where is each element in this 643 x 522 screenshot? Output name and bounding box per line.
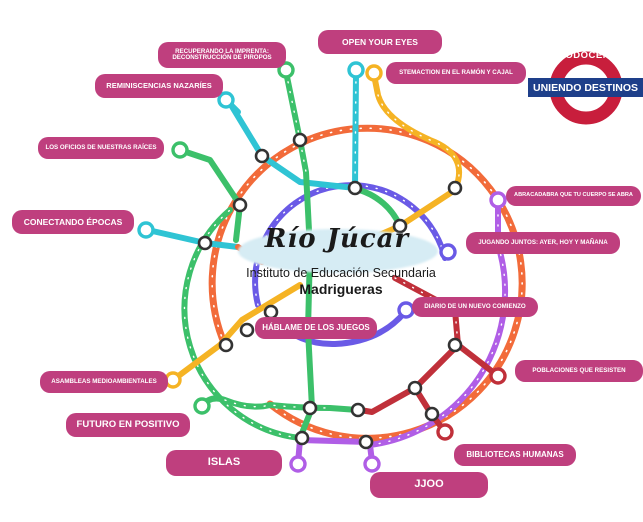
green-ring-line-dots (183, 209, 301, 439)
terminal-cyan-left (217, 91, 235, 109)
roundel-bar: UNIENDO DESTINOS (528, 78, 643, 97)
school-title: Río Júcar (264, 224, 410, 254)
station (218, 337, 234, 353)
label-recuperando-line2: DECONSTRUCCIÓN DE PIROPOS (172, 54, 272, 61)
terminal-purple-jjoo (363, 455, 381, 473)
terminal-green-left (171, 141, 189, 159)
terminal-yellow-top (365, 64, 383, 82)
station (447, 337, 463, 353)
station (239, 322, 255, 338)
label-recuperando: RECUPERANDO LA IMPRENTA: DECONSTRUCCIÓN … (158, 42, 286, 68)
terminal-green-bottom (193, 397, 211, 415)
label-conectando: CONECTANDO ÉPOCAS (12, 210, 134, 234)
station (302, 400, 318, 416)
label-bibliotecas: BIBLIOTECAS HUMANAS (454, 444, 576, 466)
station (347, 180, 363, 196)
station (407, 380, 423, 396)
terminal-cyan-top (347, 61, 365, 79)
logo-brush-band (238, 229, 438, 273)
station (254, 148, 270, 164)
station (294, 430, 310, 446)
terminal-yellow-left (164, 371, 182, 389)
cyan-left-line (145, 227, 241, 250)
cyan-line-dots (354, 71, 357, 189)
purple-bottom-line (295, 437, 371, 466)
label-poblaciones: POBLACIONES QUE RESISTEN (515, 360, 643, 382)
school-subtitle: Instituto de Educación Secundaria (246, 266, 436, 280)
label-futuro: FUTURO EN POSITIVO (66, 413, 190, 437)
label-abracadabra: ABRACADABRA QUE TU CUERPO SE ABRA (506, 186, 641, 206)
station (447, 180, 463, 196)
label-islas: ISLAS (166, 450, 282, 476)
terminal-blue-lower (397, 301, 415, 319)
label-asambleas: ASAMBLEAS MEDIOAMBIENTALES (40, 371, 168, 393)
purple-ring-line (367, 202, 509, 465)
station (424, 406, 440, 422)
station (292, 132, 308, 148)
label-reminiscencias: REMINISCENCIAS NAZARÍES (95, 74, 223, 98)
label-recuperando-line1: RECUPERANDO LA IMPRENTA: (175, 47, 269, 55)
terminal-purple-top (489, 191, 507, 209)
label-jjoo: JJOO (370, 472, 488, 498)
green-left-line (177, 147, 243, 243)
terminal-red-right (489, 367, 507, 385)
label-diario: DIARIO DE UN NUEVO COMIENZO (412, 297, 538, 317)
station (350, 402, 366, 418)
label-open-your-eyes: OPEN YOUR EYES (318, 30, 442, 54)
terminal-red-bottom (436, 423, 454, 441)
terminal-blue-right (439, 243, 457, 261)
station (232, 197, 248, 213)
station (358, 434, 374, 450)
terminal-green-top (277, 61, 295, 79)
station (197, 235, 213, 251)
terminal-purple-islas (289, 455, 307, 473)
yellow-line-dots (377, 94, 460, 191)
red-line-dots (394, 277, 459, 346)
label-hablame: HÁBLAME DE LOS JUEGOS (255, 317, 377, 339)
terminal-cyan-conectando (137, 221, 155, 239)
label-stemaction: STEMACTION EN EL RAMÓN Y CAJAL (386, 62, 526, 84)
purple-ring-line-dots (369, 204, 506, 446)
roundel-top-text: CODOCENCIA (558, 50, 628, 61)
label-jugando: JUGANDO JUNTOS: AYER, HOY Y MAÑANA (466, 232, 620, 254)
station (392, 218, 408, 234)
school-town: Madrigueras (299, 281, 383, 297)
label-oficios: LOS OFICIOS DE NUESTRAS RAÍCES (38, 137, 164, 159)
